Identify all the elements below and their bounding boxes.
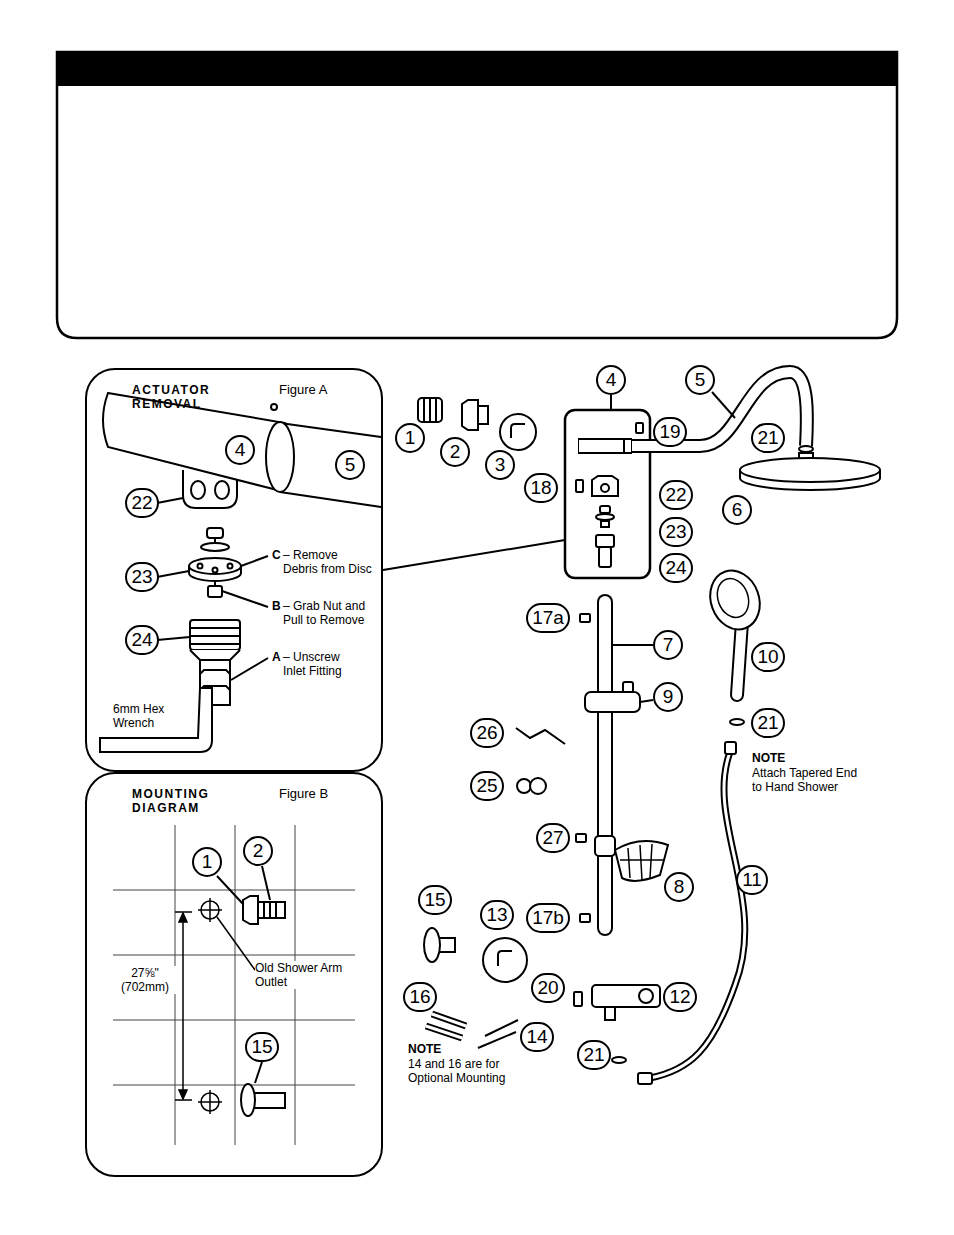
callout-number: 9 bbox=[663, 687, 674, 707]
callout-circle: 4 bbox=[225, 435, 255, 465]
callout-circle: 22 bbox=[659, 480, 692, 510]
callout-circle: 22 bbox=[125, 488, 158, 518]
note-text: Attach Tapered End to Hand Shower bbox=[752, 766, 870, 794]
callout-circle: 17a bbox=[526, 603, 570, 633]
callout-circle: 6 bbox=[722, 495, 752, 525]
panel-heading: MOUNTING DIAGRAM bbox=[132, 787, 224, 815]
callout-number: 26 bbox=[476, 723, 497, 743]
annotation: Old Shower Arm Outlet bbox=[255, 961, 350, 989]
callout-circle: 23 bbox=[659, 517, 692, 547]
callout-circle: 21 bbox=[751, 423, 784, 453]
callout-number: 1 bbox=[202, 852, 213, 872]
note-heading: NOTE bbox=[752, 751, 785, 765]
panel-heading: ACTUATOR REMOVAL bbox=[132, 383, 224, 411]
callout-number: 18 bbox=[530, 478, 551, 498]
callout-number: 24 bbox=[131, 630, 152, 650]
callout-number: 20 bbox=[537, 978, 558, 998]
callout-number: 2 bbox=[253, 841, 264, 861]
callout-circle: 5 bbox=[335, 450, 365, 480]
callout-circle: 7 bbox=[653, 630, 683, 660]
callout-number: 19 bbox=[659, 422, 680, 442]
callout-number: 1 bbox=[405, 428, 416, 448]
note-text: 14 and 16 are for Optional Mounting bbox=[408, 1057, 520, 1085]
callout-number: 22 bbox=[131, 493, 152, 513]
callout-circle: 1 bbox=[192, 847, 222, 877]
callout-circle: 3 bbox=[485, 450, 515, 480]
annotation: – Remove Debris from Disc bbox=[283, 548, 375, 576]
callout-number: 21 bbox=[757, 713, 778, 733]
callout-circle: 2 bbox=[243, 836, 273, 866]
header-box bbox=[57, 52, 897, 338]
mounting-drawing bbox=[113, 825, 355, 1145]
callout-number: 21 bbox=[583, 1045, 604, 1065]
callout-number: 13 bbox=[486, 905, 507, 925]
callout-number: 12 bbox=[669, 987, 690, 1007]
callout-circle: 13 bbox=[480, 900, 513, 930]
callout-number: 11 bbox=[742, 870, 762, 890]
callout-number: 4 bbox=[235, 440, 246, 460]
callout-number: 25 bbox=[476, 776, 497, 796]
callout-number: 23 bbox=[131, 567, 152, 587]
callout-circle: 2 bbox=[440, 437, 470, 467]
annotation-letter: B bbox=[272, 599, 281, 613]
callout-circle: 18 bbox=[524, 473, 557, 503]
callout-circle: 10 bbox=[751, 642, 784, 672]
callout-circle: 26 bbox=[470, 718, 503, 748]
annotation: – Unscrew Inlet Fitting bbox=[283, 650, 358, 678]
callout-number: 2 bbox=[450, 442, 461, 462]
callout-number: 6 bbox=[732, 500, 743, 520]
callout-circle: 20 bbox=[531, 973, 564, 1003]
callout-number: 14 bbox=[526, 1027, 547, 1047]
parts-drawing bbox=[383, 372, 880, 1084]
figure-label: Figure B bbox=[279, 786, 328, 801]
callout-circle: 17b bbox=[526, 903, 570, 933]
callout-number: 24 bbox=[665, 558, 686, 578]
annotation: – Grab Nut and Pull to Remove bbox=[283, 599, 377, 627]
callout-circle: 24 bbox=[125, 625, 158, 655]
callout-circle: 24 bbox=[659, 553, 692, 583]
callout-circle: 19 bbox=[653, 417, 686, 447]
callout-number: 16 bbox=[409, 987, 430, 1007]
annotation-letter: C bbox=[272, 548, 281, 562]
callout-circle: 21 bbox=[751, 708, 784, 738]
callout-circle: 23 bbox=[125, 562, 158, 592]
callout-number: 7 bbox=[663, 635, 674, 655]
callout-circle: 16 bbox=[403, 982, 436, 1012]
callout-number: 27 bbox=[542, 828, 563, 848]
callout-circle: 15 bbox=[245, 1032, 278, 1062]
tool-label: 6mm Hex Wrench bbox=[113, 702, 193, 730]
callout-circle: 21 bbox=[577, 1040, 610, 1070]
callout-circle: 15 bbox=[418, 885, 451, 915]
callout-number: 21 bbox=[757, 428, 778, 448]
annotation-letter: A bbox=[272, 650, 281, 664]
callout-circle: 8 bbox=[664, 872, 694, 902]
callout-circle: 11 bbox=[736, 865, 768, 895]
callout-circle: 4 bbox=[596, 365, 626, 395]
callout-circle: 1 bbox=[395, 423, 425, 453]
callout-number: 22 bbox=[665, 485, 686, 505]
callout-circle: 9 bbox=[653, 682, 683, 712]
callout-number: 4 bbox=[606, 370, 617, 390]
figure-label: Figure A bbox=[279, 382, 327, 397]
callout-circle: 27 bbox=[536, 823, 569, 853]
callout-number: 15 bbox=[251, 1037, 272, 1057]
callout-number: 10 bbox=[757, 647, 778, 667]
callout-number: 3 bbox=[495, 455, 506, 475]
callout-number: 17b bbox=[532, 908, 564, 928]
callout-circle: 14 bbox=[520, 1022, 553, 1052]
callout-circle: 5 bbox=[685, 365, 715, 395]
callout-number: 15 bbox=[424, 890, 445, 910]
callout-number: 17a bbox=[532, 608, 564, 628]
callout-number: 8 bbox=[674, 877, 685, 897]
dimension: 27⅝" (702mm) bbox=[113, 966, 177, 994]
callout-number: 5 bbox=[695, 370, 706, 390]
callout-circle: 25 bbox=[470, 771, 503, 801]
actuator-drawing bbox=[100, 393, 381, 752]
callout-number: 5 bbox=[345, 455, 356, 475]
callout-number: 23 bbox=[665, 522, 686, 542]
callout-circle: 12 bbox=[663, 982, 696, 1012]
note-heading: NOTE bbox=[408, 1042, 441, 1056]
